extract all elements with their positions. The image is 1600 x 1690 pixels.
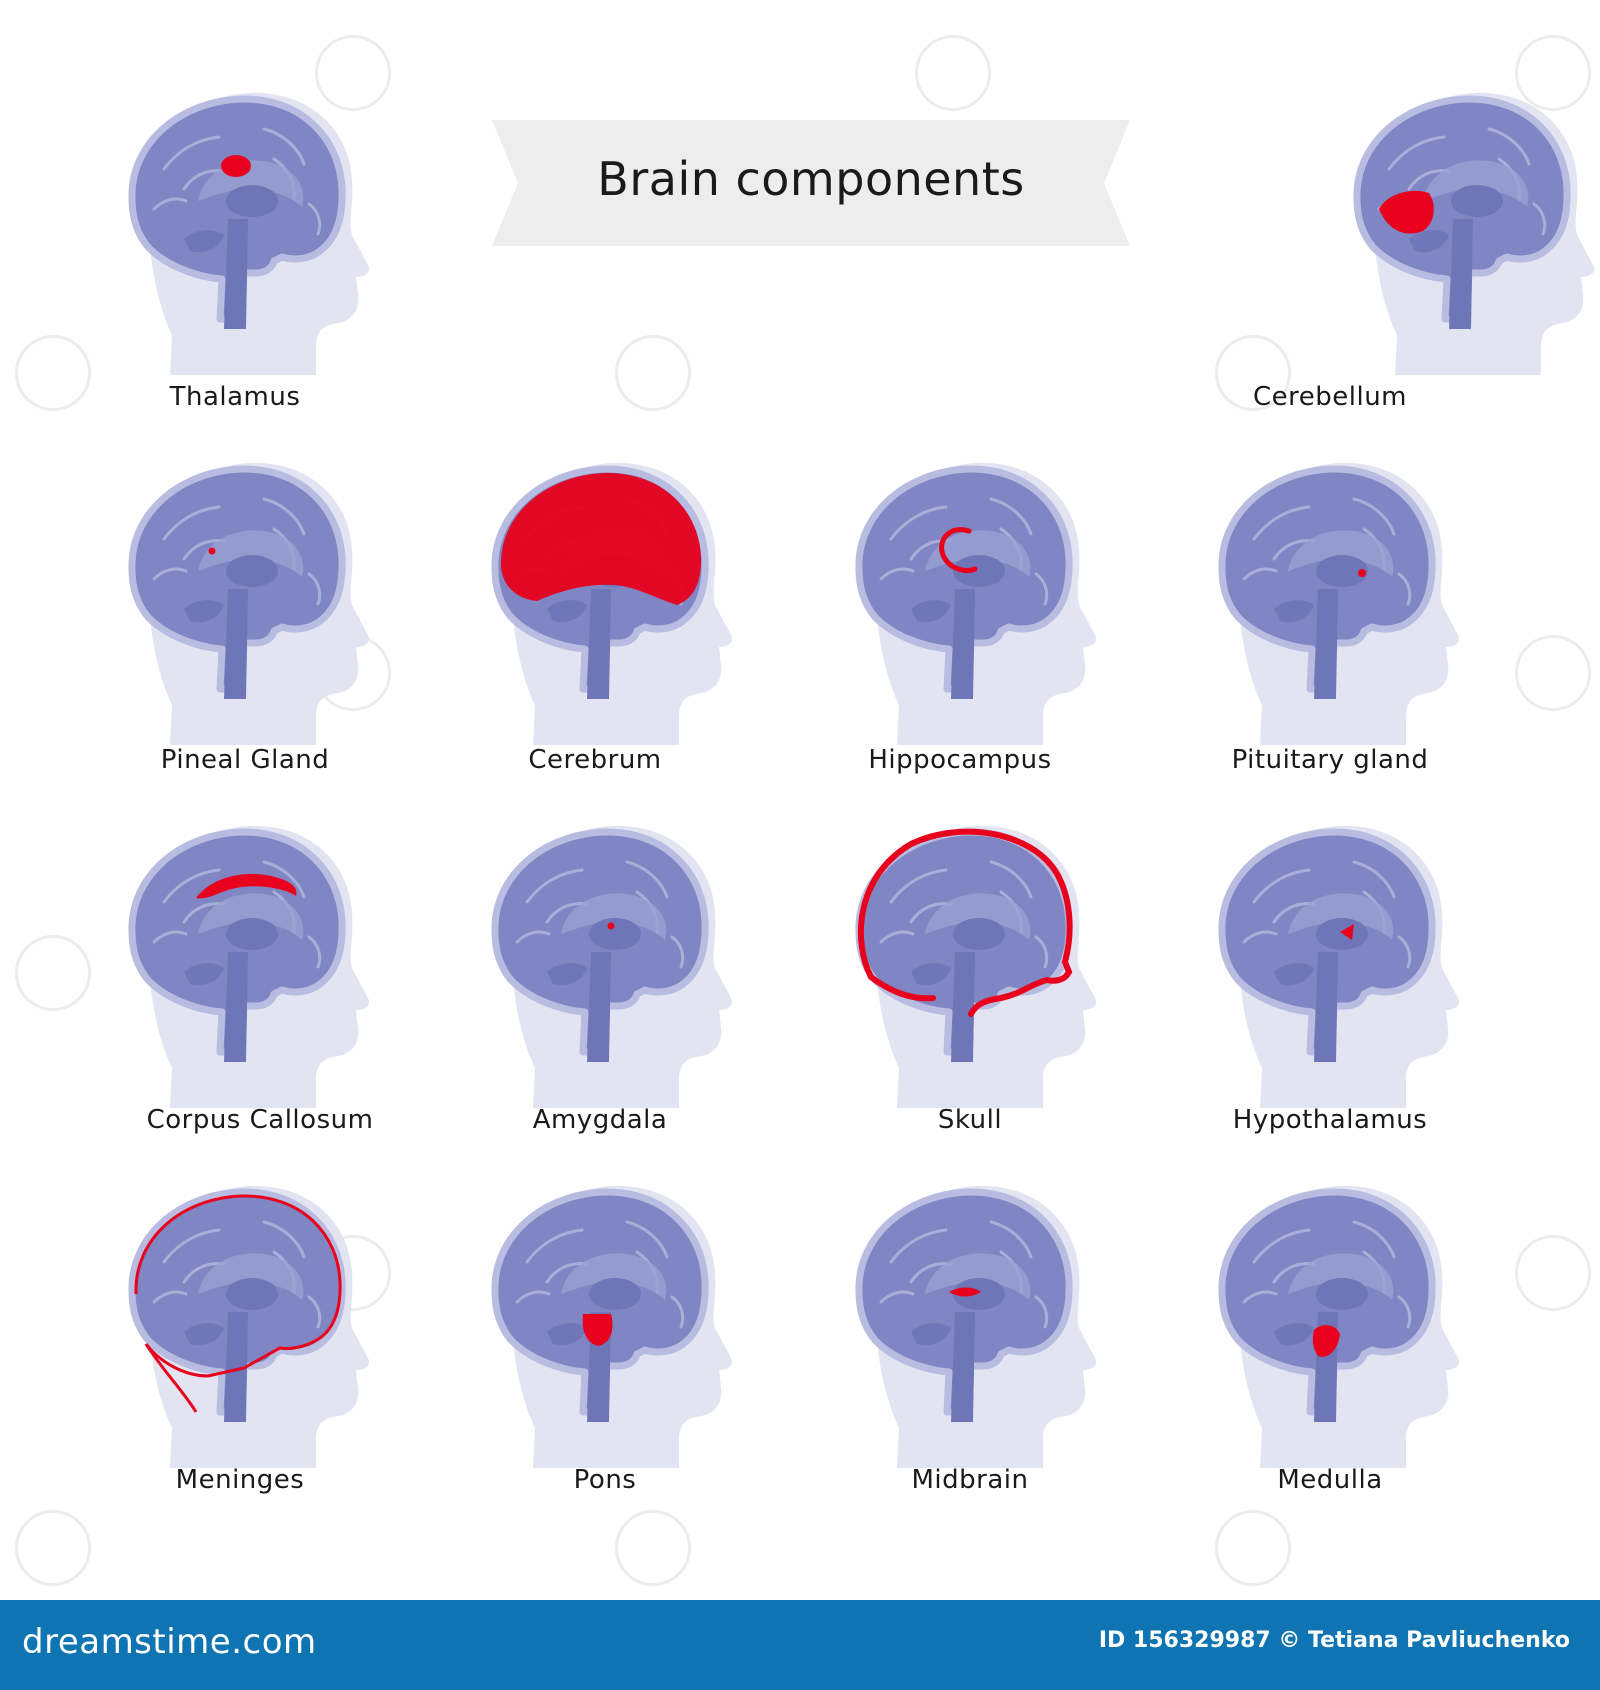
panel-label: Skull <box>937 1105 1003 1135</box>
watermark-swirl <box>315 35 391 111</box>
panel-label: Amygdala <box>532 1105 668 1135</box>
panel-label: Meninges <box>175 1465 305 1495</box>
head-brain-illustration <box>855 462 1097 745</box>
image-credit: ID 156329987 © Tetiana Pavliuchenko <box>1098 1628 1570 1653</box>
watermark-swirl <box>615 335 691 411</box>
page-title: Brain components <box>597 152 1025 206</box>
head-brain-illustration <box>855 825 1097 1108</box>
watermark-swirl <box>15 935 91 1011</box>
panel-label: Medulla <box>1277 1465 1383 1495</box>
head-brain-illustration <box>491 1185 733 1468</box>
watermark-swirl <box>915 35 991 111</box>
watermark-swirl <box>15 335 91 411</box>
panel-label: Pituitary gland <box>1231 745 1429 775</box>
watermark-swirl <box>15 1510 91 1586</box>
panel-label: Midbrain <box>911 1465 1029 1495</box>
head-brain-illustration <box>1353 92 1595 375</box>
watermark-swirl <box>1515 35 1591 111</box>
dreamstime-logo: dreamstime.com <box>22 1622 317 1662</box>
head-brain-illustration <box>128 92 370 375</box>
footer-bar: dreamstime.com ID 156329987 © Tetiana Pa… <box>0 1600 1600 1690</box>
head-brain-illustration <box>128 462 370 745</box>
title-banner <box>492 120 1130 246</box>
panel-label: Cerebrum <box>528 745 662 775</box>
head-brain-illustration <box>491 825 733 1108</box>
panel-label: Pineal Gland <box>160 745 330 775</box>
head-brain-illustration <box>491 462 733 745</box>
head-brain-illustration <box>128 825 370 1108</box>
watermark-swirl <box>1515 635 1591 711</box>
head-brain-illustration <box>1218 462 1460 745</box>
watermark-swirl <box>615 1510 691 1586</box>
watermark-swirl <box>1515 1235 1591 1311</box>
panel-label: Hippocampus <box>868 745 1052 775</box>
head-brain-illustration <box>1218 1185 1460 1468</box>
head-brain-illustration <box>128 1185 370 1468</box>
panel-label: Hypothalamus <box>1232 1105 1428 1135</box>
panel-label: Pons <box>573 1465 637 1495</box>
panel-label: Corpus Callosum <box>146 1105 374 1135</box>
head-brain-illustration <box>855 1185 1097 1468</box>
head-brain-illustration <box>1218 825 1460 1108</box>
watermark-swirl <box>1215 335 1291 411</box>
watermark-swirl <box>1215 1510 1291 1586</box>
panel-label: Cerebellum <box>1252 382 1408 412</box>
panel-label: Thalamus <box>169 382 301 412</box>
